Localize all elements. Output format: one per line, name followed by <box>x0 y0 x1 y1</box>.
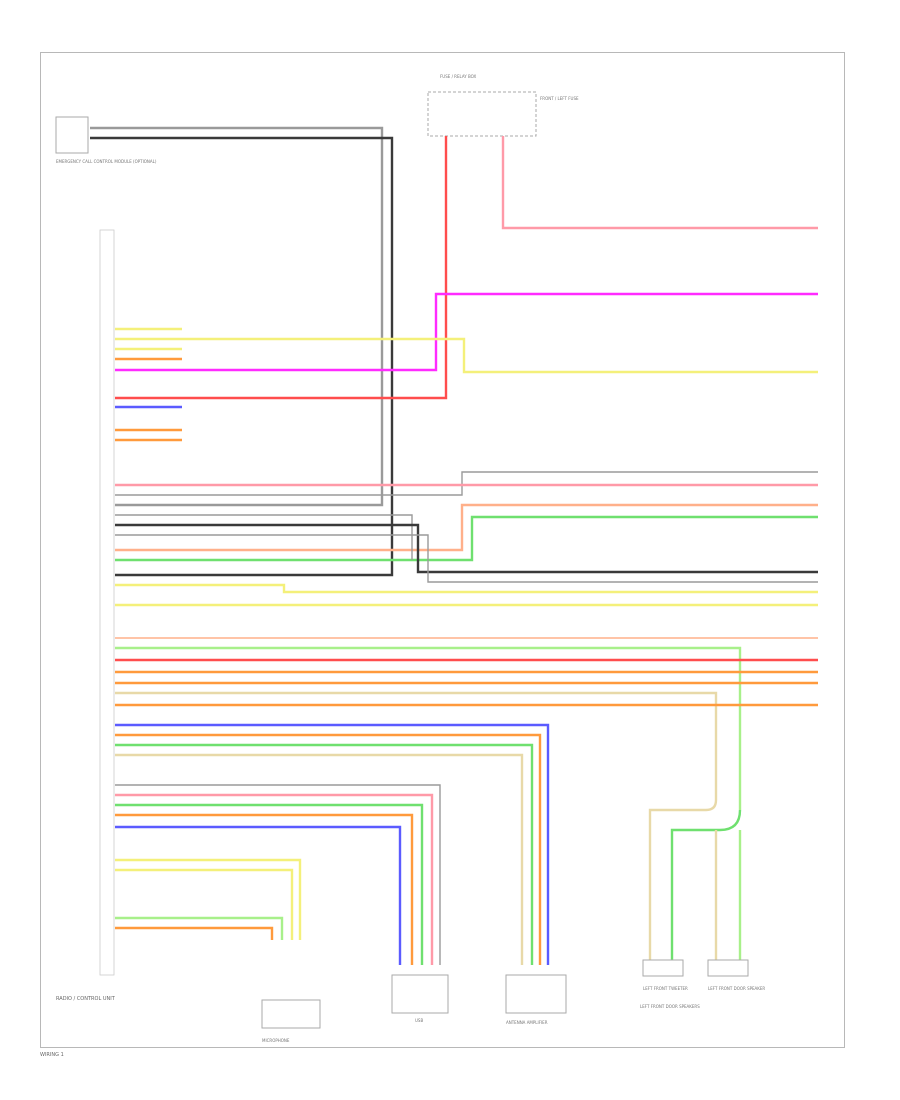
wire-usb-gray <box>115 784 441 965</box>
wire-yellow-a <box>115 337 818 374</box>
wire-mic-green <box>115 916 284 940</box>
wire-mic-yellow-a <box>115 858 302 940</box>
emergency-call-module <box>55 116 89 154</box>
antenna-amp-label: ANTENNA AMPLIFIER <box>506 1020 548 1025</box>
fuse-box-label: FUSE / RELAY BOX <box>440 74 477 79</box>
wire-gray-bus-c <box>115 534 818 583</box>
wire-salmon-bus <box>115 503 818 552</box>
wire-mic-orange <box>115 926 274 940</box>
tweeter-right-box <box>707 959 749 977</box>
microphone-box <box>261 999 321 1029</box>
radio-label: RADIO / CONTROL UNIT <box>56 996 116 1002</box>
wire-gray-bus-a <box>115 471 818 496</box>
tweeter-right-label: LEFT FRONT DOOR SPEAKER <box>708 986 765 991</box>
antenna-amp-box <box>505 974 567 1014</box>
wire-green-bus <box>115 515 818 562</box>
wire-emergency-black <box>90 136 394 577</box>
tweeter-left-box <box>642 959 684 977</box>
wire-emergency-gray <box>90 126 384 507</box>
wire-antenna-blue <box>115 723 550 965</box>
wire-black-bus <box>115 523 818 574</box>
usb-box <box>391 974 449 1014</box>
wire-speaker-2 <box>115 646 742 810</box>
speaker-group-label: LEFT FRONT DOOR SPEAKERS <box>640 1004 700 1009</box>
wire-fuse-red <box>115 136 448 400</box>
emergency-call-label: EMERGENCY CALL CONTROL MODULE (OPTIONAL) <box>56 159 157 164</box>
wire-tweeter-green <box>670 809 742 960</box>
wire-antenna-tan <box>115 753 524 965</box>
wire-tweeter-tan <box>648 799 718 960</box>
wire-mic-yellow-b <box>115 868 294 940</box>
wire-fuse-pink <box>501 136 818 230</box>
fuse-box-detail: FRONT / LEFT FUSE <box>540 96 579 101</box>
footer-page-ref: WIRING 1 <box>40 1052 64 1058</box>
diagram-frame <box>40 52 845 1048</box>
tweeter-left-label: LEFT FRONT TWEETER <box>643 986 688 991</box>
fuse-relay-box <box>427 91 537 137</box>
wire-magenta <box>115 292 818 372</box>
wire-antenna-green <box>115 743 534 965</box>
wire-usb-green <box>115 803 424 965</box>
wire-usb-orange <box>115 813 414 965</box>
wire-gray-bus-b <box>115 514 413 560</box>
radio-connector-strip <box>99 229 115 976</box>
wire-usb-pink <box>115 793 434 965</box>
wire-yellow-bus <box>115 583 818 594</box>
wire-antenna-orange <box>115 733 542 965</box>
wire-speaker-6 <box>115 691 718 800</box>
usb-label: USB <box>415 1018 423 1023</box>
microphone-label: MICROPHONE <box>262 1038 290 1043</box>
wire-usb-blue <box>115 825 402 965</box>
